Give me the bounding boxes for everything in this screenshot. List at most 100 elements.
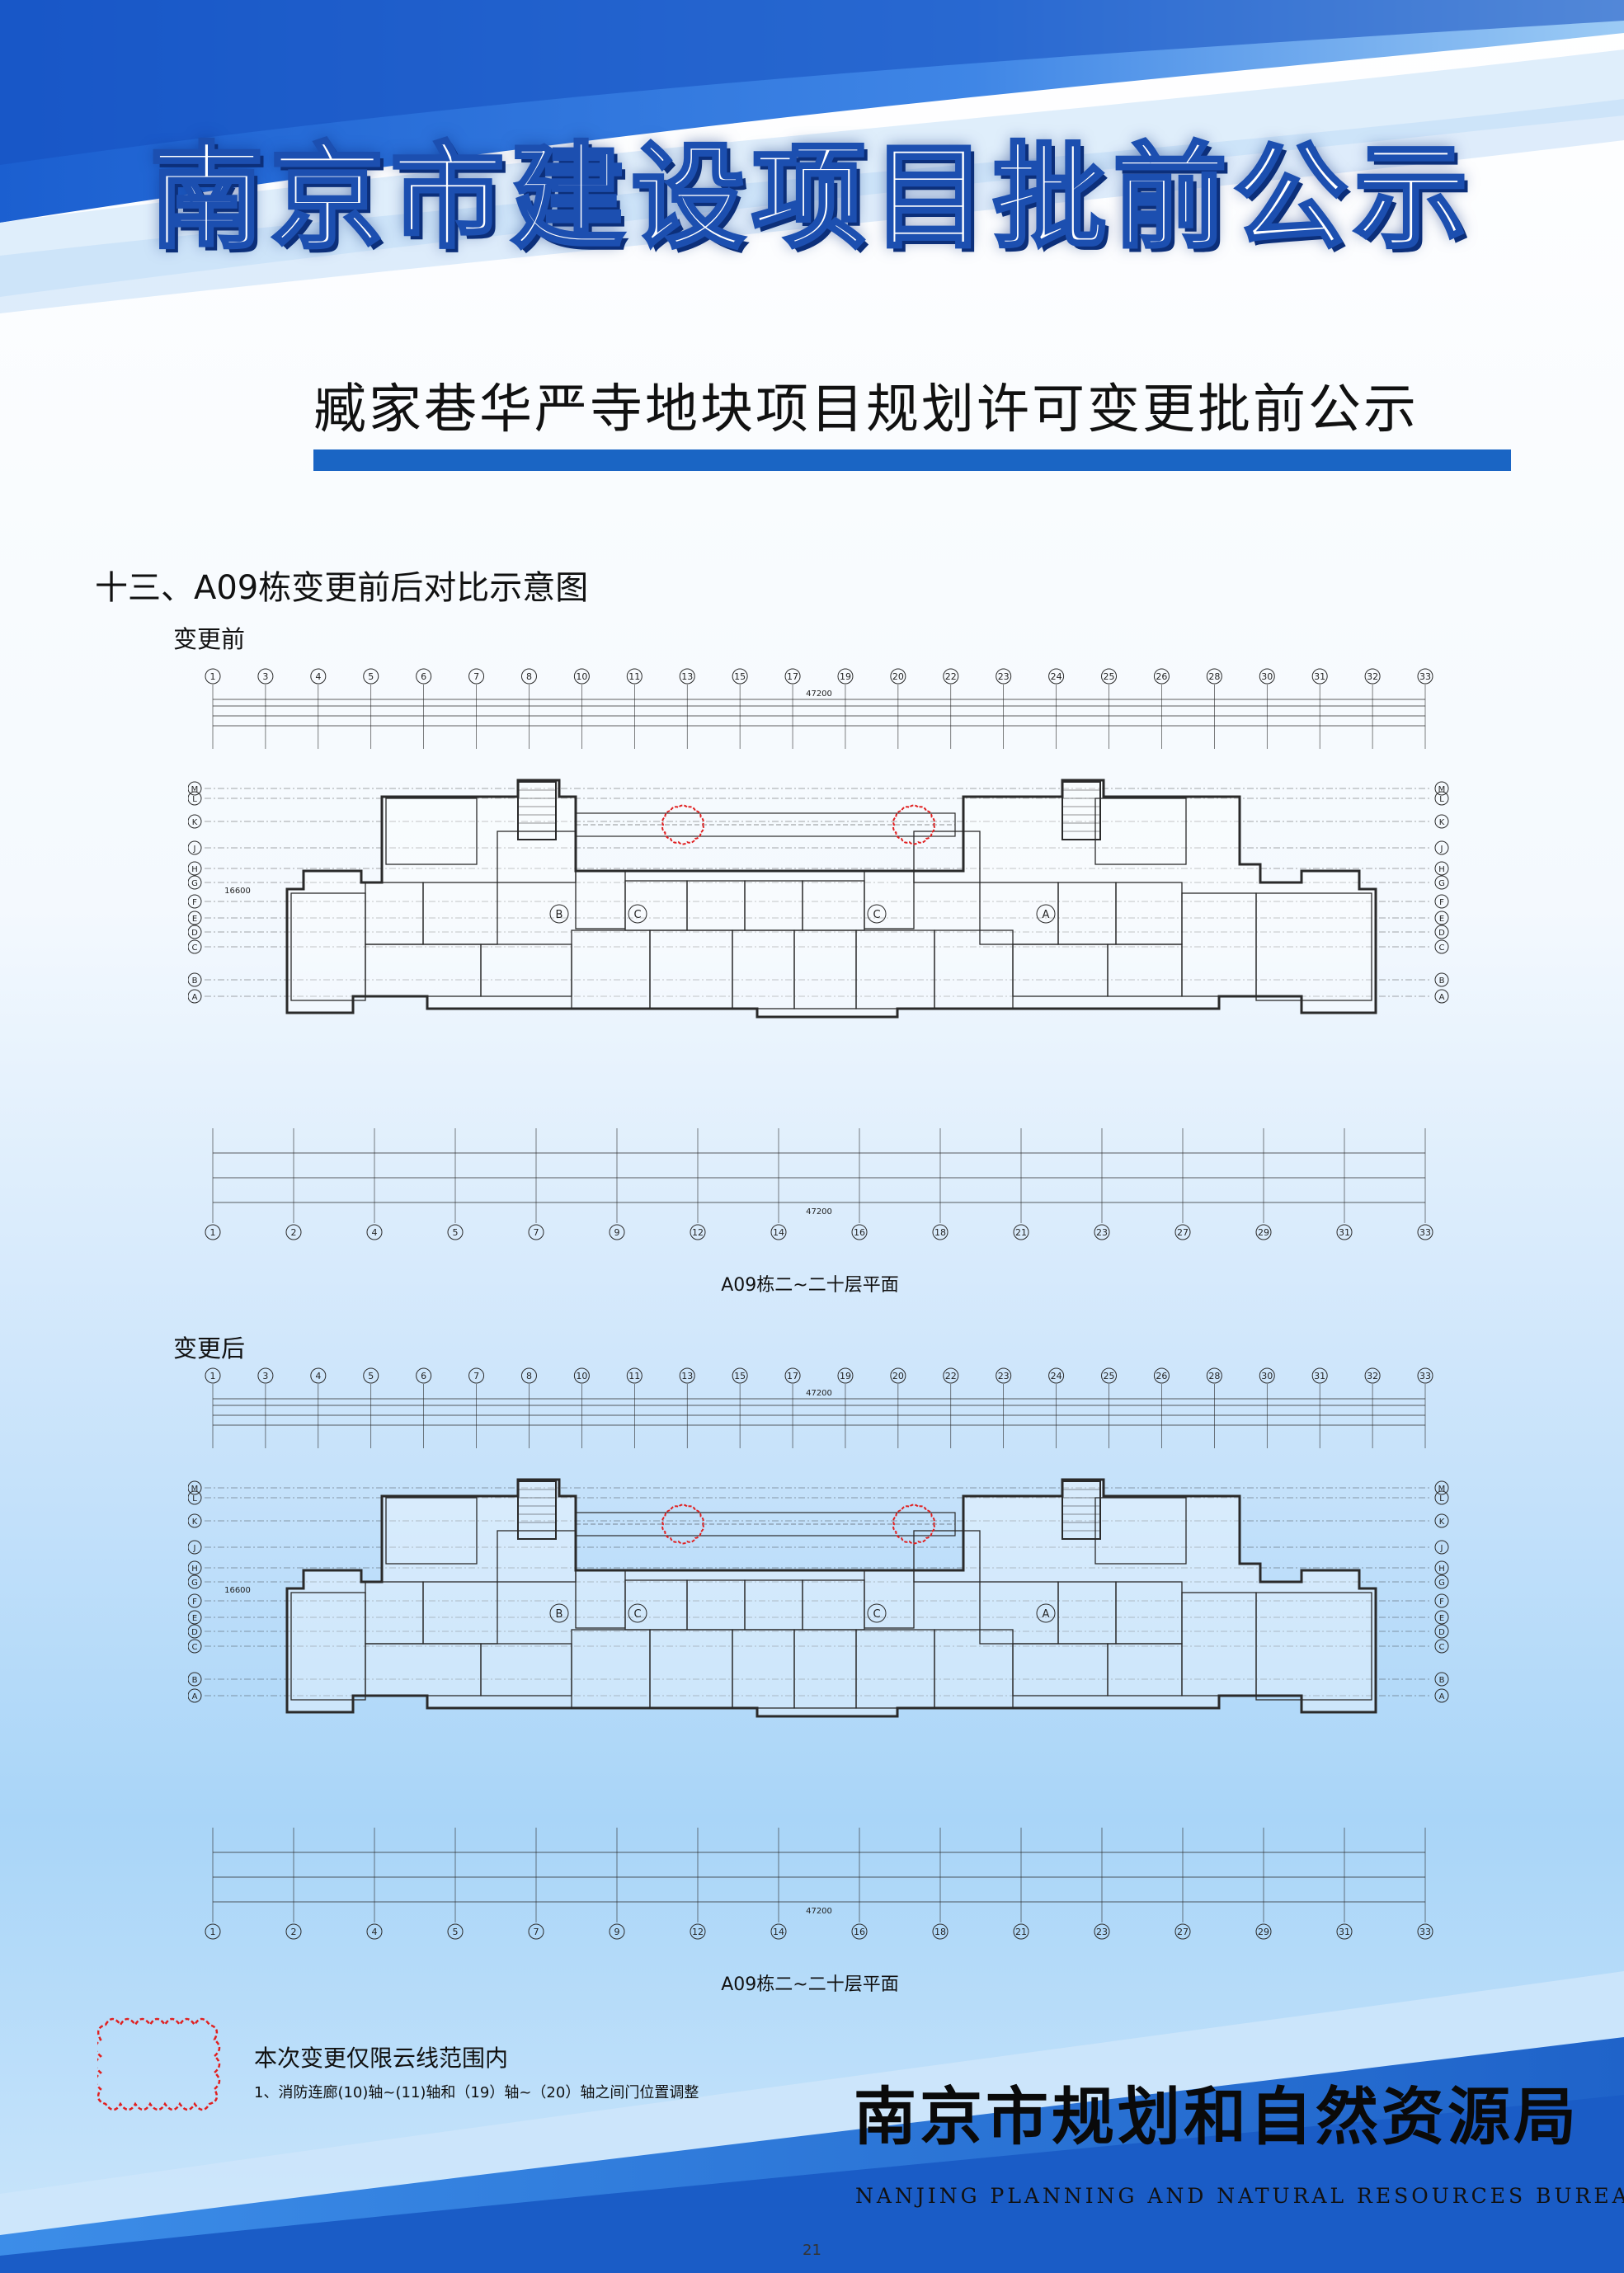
axis-bubble <box>1434 861 1449 876</box>
axis-bubble <box>1255 1923 1272 1940</box>
axis-label: C <box>1439 944 1445 953</box>
axis-bubble <box>1434 1688 1449 1703</box>
axis-bubble <box>468 668 485 685</box>
axis-label: 6 <box>421 1371 426 1381</box>
axis-bubble <box>188 1490 202 1505</box>
axis-label: 3 <box>262 1371 268 1381</box>
axis-label: L <box>192 795 197 804</box>
axis-bubble <box>366 1224 383 1240</box>
axis-bubble <box>188 989 202 1004</box>
axis-label: 33 <box>1419 1227 1431 1238</box>
stair-core <box>1061 1480 1101 1540</box>
room-wall <box>385 798 478 865</box>
axis-label: E <box>192 1614 197 1623</box>
axis-label: 2 <box>291 1927 297 1937</box>
axis-label: F <box>192 1598 197 1607</box>
axis-label: 24 <box>1051 671 1062 682</box>
axis-bubble <box>609 1923 625 1940</box>
axis-bubble <box>468 1367 485 1384</box>
axis-bubble <box>205 1367 221 1384</box>
axis-label: 15 <box>734 1371 746 1381</box>
axis-label: A <box>192 993 198 1002</box>
axis-bubble <box>626 1367 643 1384</box>
axis-label: L <box>1439 795 1444 804</box>
axis-label: 1 <box>210 671 216 682</box>
axis-bubble <box>1153 668 1170 685</box>
project-subtitle: 臧家巷华严寺地块项目规划许可变更批前公示 <box>313 379 1419 440</box>
room-wall <box>385 1497 478 1565</box>
stair-core <box>517 1480 557 1540</box>
axis-label: 4 <box>372 1927 378 1937</box>
axis-bubble <box>609 1224 625 1240</box>
axis-bubble <box>1434 972 1449 987</box>
axis-bubble <box>1434 1540 1449 1555</box>
zone-bubble <box>549 1603 569 1623</box>
axis-bubble <box>1434 1513 1449 1528</box>
revision-cloud-mark <box>892 1504 935 1545</box>
zone-label: C <box>633 1608 641 1621</box>
axis-label: G <box>1438 879 1445 888</box>
axis-label: K <box>1439 1518 1445 1527</box>
axis-label: H <box>1438 1565 1445 1574</box>
axis-bubble <box>1364 668 1381 685</box>
axis-bubble <box>679 1367 695 1384</box>
axis-bubble <box>932 1923 949 1940</box>
room-wall <box>1107 1643 1183 1697</box>
axis-label: E <box>1439 1614 1444 1623</box>
axis-label: 30 <box>1261 1371 1273 1381</box>
axis-bubble <box>188 1513 202 1528</box>
axis-bubble <box>528 1923 544 1940</box>
axis-bubble <box>188 1688 202 1703</box>
axis-bubble <box>732 668 748 685</box>
banner-title: 南京市建设项目批前公示 <box>148 129 1475 264</box>
axis-label: A <box>192 1692 198 1701</box>
axis-bubble <box>851 1923 868 1940</box>
axis-bubble <box>188 1624 202 1639</box>
building-outline <box>285 1478 1377 1718</box>
axis-bubble <box>188 894 202 909</box>
axis-label: 1 <box>210 1927 216 1937</box>
axis-bubble <box>416 668 432 685</box>
zone-bubble <box>628 904 647 924</box>
axis-label: 29 <box>1258 1927 1269 1937</box>
axis-label: 32 <box>1367 671 1378 682</box>
axis-label: 33 <box>1419 1927 1431 1937</box>
axis-bubble <box>1048 668 1065 685</box>
axis-label: 14 <box>773 1927 784 1937</box>
axis-label: 4 <box>315 1371 321 1381</box>
axis-bubble <box>996 1367 1012 1384</box>
axis-bubble <box>1434 840 1449 855</box>
axis-label: 31 <box>1339 1227 1350 1238</box>
total-dimension: 47200 <box>806 1907 832 1916</box>
axis-bubble <box>1434 1480 1449 1495</box>
axis-label: 27 <box>1177 1227 1189 1238</box>
axis-label: G <box>191 1579 198 1588</box>
axis-bubble <box>363 1367 379 1384</box>
axis-label: 5 <box>368 1371 374 1381</box>
axis-bubble <box>1094 1923 1110 1940</box>
axis-label: 6 <box>421 671 426 682</box>
bureau-name-cn: 南京市规划和自然资源局 <box>854 2080 1579 2153</box>
axis-bubble <box>690 1923 706 1940</box>
axis-label: G <box>191 879 198 888</box>
zone-label: C <box>873 1608 880 1621</box>
axis-label: A <box>1439 1692 1445 1701</box>
total-dimension: 47200 <box>806 1389 832 1398</box>
building-outline <box>285 779 1377 1019</box>
axis-label: 20 <box>892 671 904 682</box>
axis-label: B <box>192 1676 198 1685</box>
axis-label: 7 <box>534 1927 539 1937</box>
axis-label: 28 <box>1208 1371 1220 1381</box>
axis-label: M <box>1438 1485 1446 1494</box>
axis-label: 19 <box>840 1371 851 1381</box>
axis-bubble <box>1434 1574 1449 1589</box>
axis-bubble <box>188 939 202 954</box>
room-wall <box>1255 1592 1372 1701</box>
axis-bubble <box>1336 1224 1353 1240</box>
zone-label: C <box>873 909 880 921</box>
axis-bubble <box>188 1593 202 1608</box>
